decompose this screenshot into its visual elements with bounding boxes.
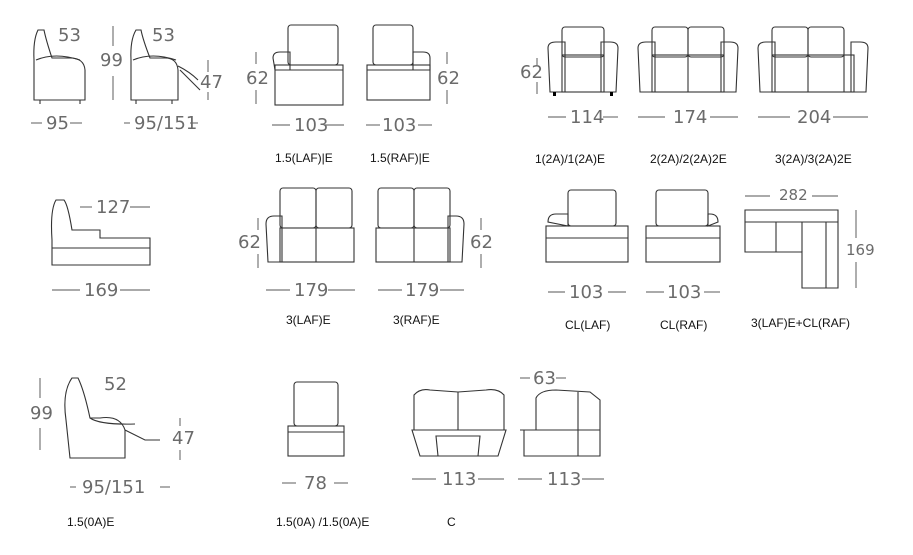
module-2-2a: [637, 26, 739, 93]
recliner-side-profile: [64, 377, 160, 459]
dim-label: 95: [46, 113, 69, 134]
module-3-laf-e: [265, 187, 355, 263]
dim-label: 113: [442, 469, 477, 490]
chair-side-profile-2: [130, 29, 201, 104]
dim-label: 169: [84, 280, 119, 301]
dim-label: 95/151: [82, 477, 146, 498]
dim-label: 53: [152, 25, 175, 46]
dim-label: 95/151: [134, 113, 198, 134]
dim-label: 103: [382, 115, 417, 136]
dim-label: 62: [437, 68, 460, 89]
dim-label: 47: [172, 428, 195, 449]
module-caption: 1.5(0A)E: [67, 515, 115, 529]
module-cl-raf: [645, 189, 721, 263]
dim-label: 103: [667, 282, 702, 303]
module-caption: 3(RAF)E: [393, 313, 440, 327]
dim-label: 103: [569, 282, 604, 303]
dim-label: 63: [533, 368, 556, 389]
module-15-laf-e: [272, 24, 344, 106]
module-c-front: [411, 389, 507, 457]
dim-label: 127: [96, 197, 131, 218]
dim-label: 99: [30, 403, 53, 424]
module-caption: 2(2A)/2(2A)2E: [650, 152, 727, 166]
module-1-2a: [547, 26, 619, 93]
module-15-raf-e: [366, 24, 431, 101]
dim-label: 204: [797, 107, 832, 128]
dim-label: 62: [246, 68, 269, 89]
dim-label: 62: [470, 232, 493, 253]
dim-label: 99: [100, 50, 123, 71]
chaise-side-profile: [50, 199, 151, 266]
module-15-0a: [287, 381, 345, 457]
module-caption: 3(2A)/3(2A)2E: [775, 152, 852, 166]
corner-plan-view: [744, 209, 839, 289]
dim-label: 174: [673, 107, 708, 128]
module-cl-laf: [545, 189, 629, 263]
module-caption: 1.5(LAF)|E: [275, 151, 333, 165]
module-c-side: [520, 389, 601, 457]
module-caption: 1(2A)/1(2A)E: [535, 152, 606, 166]
dim-label: 62: [238, 232, 261, 253]
module-caption: C: [447, 515, 456, 529]
module-3-raf-e: [375, 187, 465, 263]
module-caption: 3(LAF)E: [286, 313, 331, 327]
dim-label: 114: [570, 107, 605, 128]
dim-label: 103: [294, 115, 329, 136]
module-caption: 3(LAF)E+CL(RAF): [751, 316, 851, 330]
dim-label: 62: [520, 62, 543, 83]
module-caption: CL(RAF): [660, 318, 708, 332]
module-3-2a: [757, 26, 869, 93]
dim-label: 169: [846, 241, 875, 259]
dim-label: 282: [779, 186, 808, 204]
dim-label: 47: [200, 72, 223, 93]
module-caption: 1.5(RAF)|E: [370, 151, 430, 165]
dim-label: 78: [304, 473, 327, 494]
dim-label: 113: [547, 469, 582, 490]
chair-side-profile-1: [33, 29, 86, 104]
dim-label: 179: [294, 280, 329, 301]
dim-label: 179: [405, 280, 440, 301]
module-caption: 1.5(0A) /1.5(0A)E: [276, 515, 370, 529]
module-caption: CL(LAF): [565, 318, 611, 332]
dim-label: 52: [104, 374, 127, 395]
dim-label: 53: [58, 25, 81, 46]
